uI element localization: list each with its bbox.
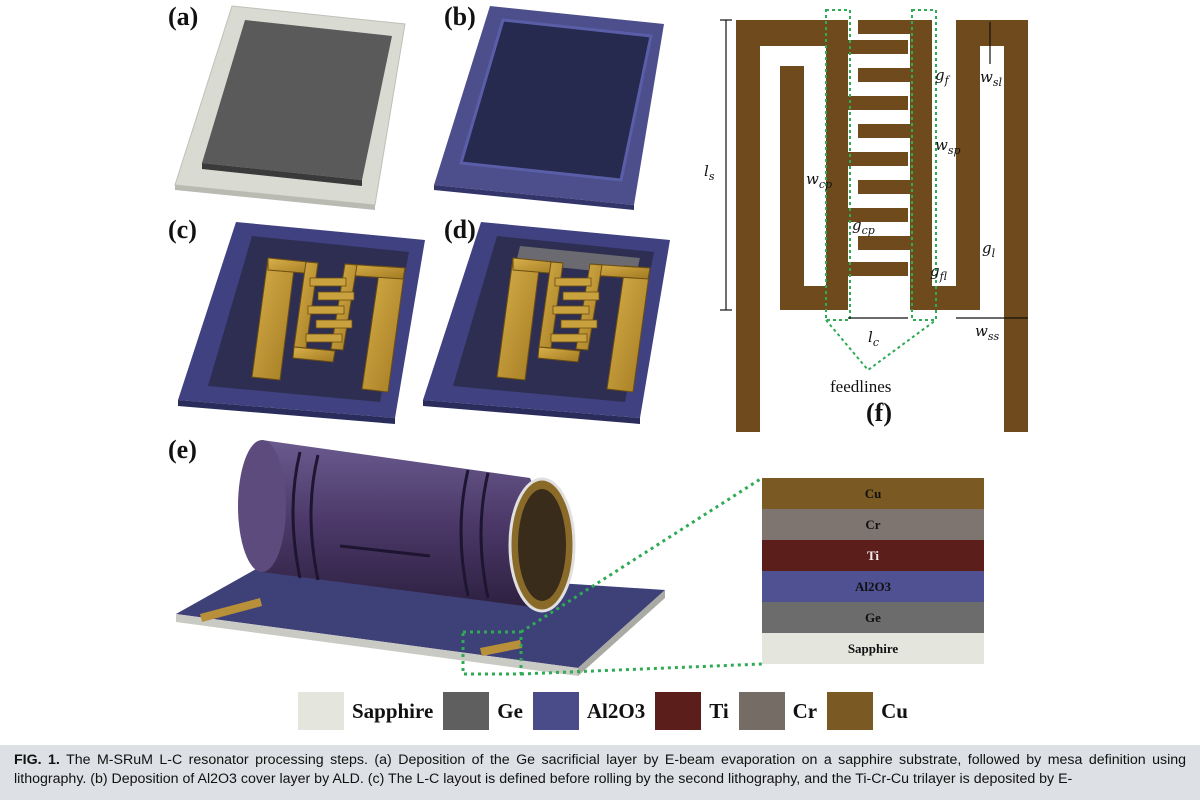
panel-label-a: (a) <box>168 2 199 31</box>
panel-d-illustration <box>423 222 670 424</box>
panel-b-illustration <box>434 6 664 210</box>
material-legend: Sapphire Ge Al2O3 Ti Cr Cu <box>298 689 918 733</box>
panel-label-d: (d) <box>444 215 476 244</box>
legend-label: Al2O3 <box>586 698 646 723</box>
stack-layer: Ti <box>762 540 984 571</box>
legend-label: Cu <box>881 698 908 723</box>
legend-swatch <box>655 692 702 730</box>
legend-swatch <box>298 692 344 730</box>
panel-e-illustration <box>176 440 665 676</box>
caption-text: The M-SRuM L-C resonator processing step… <box>14 752 1187 787</box>
panel-f-layout <box>720 9 1028 432</box>
panel-label-e: (e) <box>168 435 197 464</box>
legend-label: Cr <box>792 698 818 723</box>
caption-fig-label: FIG. 1. <box>14 752 60 768</box>
legend-label: Ti <box>709 698 729 723</box>
legend-swatch <box>827 692 874 730</box>
zoom-indicator <box>461 476 763 676</box>
layer-stack: Cu Cr Ti Al2O3 Ge Sapphire <box>762 478 984 664</box>
stack-layer: Sapphire <box>762 633 984 664</box>
panel-label-b: (b) <box>444 2 476 31</box>
feedlines-label: feedlines <box>830 377 892 396</box>
stack-layer: Cr <box>762 509 984 540</box>
stack-layer: Al2O3 <box>762 571 984 602</box>
legend-swatch <box>532 692 579 730</box>
panel-label-f: (f) <box>866 398 892 427</box>
panel-a-illustration <box>174 5 406 210</box>
figure-artwork <box>174 5 1028 676</box>
panel-c-illustration <box>178 222 425 424</box>
legend-label: Ge <box>497 698 523 723</box>
legend-label: Sapphire <box>351 698 434 723</box>
legend-swatch <box>738 692 785 730</box>
figure-caption: FIG. 1. The M-SRuM L-C resonator process… <box>0 745 1200 800</box>
legend-swatch <box>443 692 490 730</box>
panel-label-c: (c) <box>168 215 197 244</box>
stack-layer: Ge <box>762 602 984 633</box>
stack-layer: Cu <box>762 478 984 509</box>
